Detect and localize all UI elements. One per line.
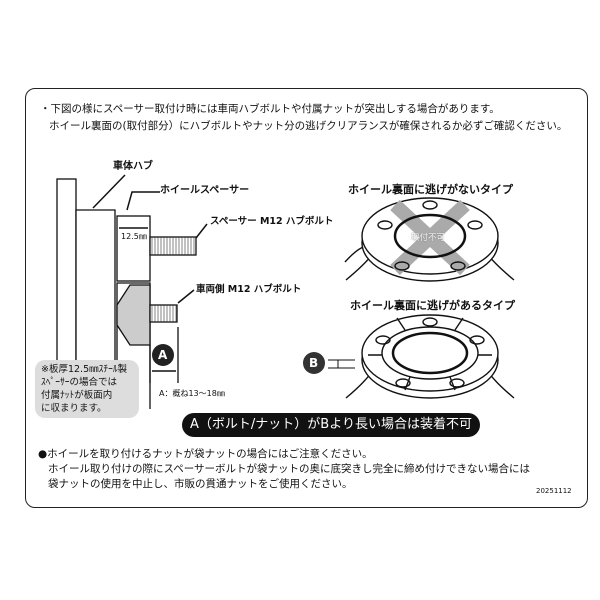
note-line: に収まります。 xyxy=(41,403,107,414)
date-code: 20251112 xyxy=(536,487,572,495)
note-box: ※板厚12.5㎜ｽﾁｰﾙ製 ｽﾍﾟｰｻｰの場合では 付属ﾅｯﾄが板面内 に収まり… xyxy=(35,360,139,418)
caution-line-3: 袋ナットの使用を中止し、市販の貫通ナットをご使用ください。 xyxy=(48,478,353,490)
intro-line-2: ホイール裏面の(取付部分）にハブボルトやナット分の逃げクリアランスが確保されるか… xyxy=(49,120,568,132)
clearance-title: ホイール裏面に逃げがあるタイプ xyxy=(350,299,515,312)
thickness-label: 12.5㎜ xyxy=(121,232,147,241)
intro-line-1: ・下図の様にスペーサー取付け時には車両ハブボルトや付属ナットが突出しする場合があ… xyxy=(40,103,500,115)
caution-line-1: ●ホイールを取り付けるナットが袋ナットの場合にはご注意ください。 xyxy=(38,448,373,460)
nut xyxy=(116,284,151,346)
warning-banner: A（ボルト/ナット）がBより長い場合は装着不可 xyxy=(182,413,480,437)
marker-a-label: A xyxy=(158,348,168,362)
not-mountable-label: 取付不可 xyxy=(411,233,446,243)
vehicle-bolt-label: 車両側 M12 ハブボルト xyxy=(196,284,302,295)
hub-label: 車体ハブ xyxy=(113,161,153,172)
note-line: ｽﾍﾟｰｻｰの場合では xyxy=(41,377,118,388)
marker-a xyxy=(152,344,174,366)
spacer-label: ホイールスペーサー xyxy=(160,185,250,196)
marker-b-label: B xyxy=(309,356,319,370)
no-clearance-title: ホイール裏面に逃げがないタイプ xyxy=(348,183,513,196)
spacer-bolt-label: スペーサー M12 ハブボルト xyxy=(210,216,334,227)
hub xyxy=(75,209,116,409)
a-range: A：概ね13〜18㎜ xyxy=(159,389,225,398)
wheel-with-clearance xyxy=(345,314,515,399)
spacer-upper xyxy=(116,215,151,282)
note-line: ※板厚12.5㎜ｽﾁｰﾙ製 xyxy=(41,364,128,375)
wheel-no-clearance xyxy=(344,197,515,282)
marker-b xyxy=(303,352,325,374)
note-line: 付属ﾅｯﾄが板面内 xyxy=(41,390,113,401)
caution-line-2: ホイール取り付けの際にスペーサーボルトが袋ナットの奥に底突きし完全に締め付けでき… xyxy=(48,463,531,475)
frame xyxy=(25,88,588,508)
